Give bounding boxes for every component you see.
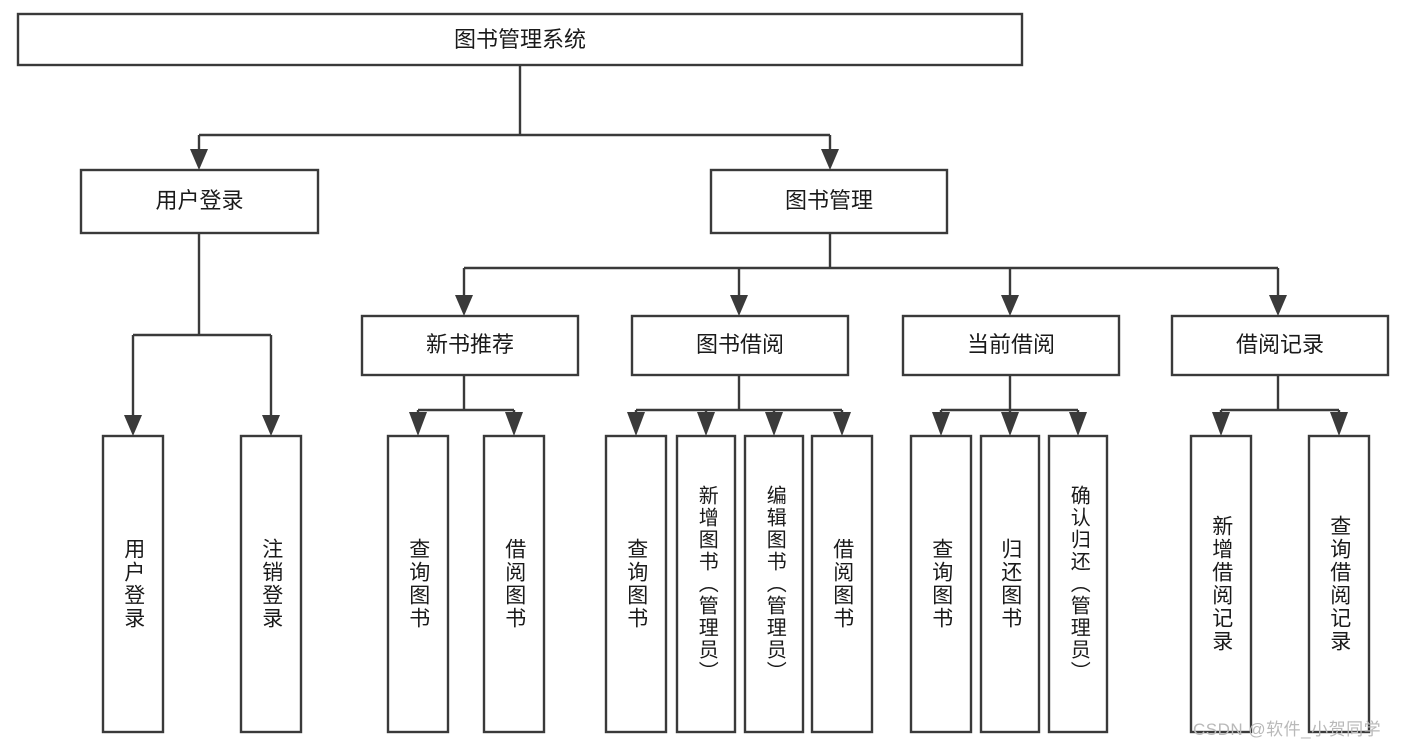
node-current-borrow[interactable]: 当前借阅 [901, 314, 1121, 377]
leaf-box-shape[interactable] [386, 434, 450, 734]
arrow-head-icon [765, 412, 783, 436]
leaf-box-shape[interactable] [909, 434, 973, 734]
connector-borrowrecord-to-leaves [1212, 375, 1348, 436]
leaf-box-shape[interactable] [101, 434, 165, 734]
arrow-head-icon [730, 295, 748, 316]
arrow-head-icon [505, 412, 523, 436]
node-new-book-recommend[interactable]: 新书推荐 [360, 314, 580, 377]
arrow-head-icon [1001, 295, 1019, 316]
leaf-box-shape[interactable] [743, 434, 805, 734]
arrow-head-icon [124, 415, 142, 436]
node-label: 图书借阅 [696, 332, 784, 357]
arrow-head-icon [455, 295, 473, 316]
node-label: 新书推荐 [426, 332, 514, 357]
arrow-head-icon [1212, 412, 1230, 436]
leaf-box-shape[interactable] [239, 434, 303, 734]
arrow-head-icon [1069, 412, 1087, 436]
node-box-shape [16, 12, 1024, 67]
node-label: 图书管理 [785, 188, 873, 213]
leaf-box-shape[interactable] [1189, 434, 1253, 734]
node-box-shape [360, 314, 580, 377]
connector-currentborrow-to-leaves [932, 375, 1087, 436]
node-label: 借阅记录 [1236, 332, 1324, 357]
arrow-head-icon [1269, 295, 1287, 316]
arrow-head-icon [932, 412, 950, 436]
arrow-head-icon [1001, 412, 1019, 436]
arrow-head-icon [190, 149, 208, 170]
node-root[interactable]: 图书管理系统 [16, 12, 1024, 67]
node-book-borrow[interactable]: 图书借阅 [630, 314, 850, 377]
node-box-shape [630, 314, 850, 377]
leaf-box-shape[interactable] [1307, 434, 1371, 734]
arrow-head-icon [262, 415, 280, 436]
arrow-head-icon [821, 149, 839, 170]
node-box-shape [1170, 314, 1390, 377]
arrow-head-icon [409, 412, 427, 436]
connector-userlogin-to-leaves [124, 233, 280, 436]
node-book-manage[interactable]: 图书管理 [709, 168, 949, 235]
connector-bookborrow-to-leaves [627, 375, 851, 436]
watermark-text: CSDN @软件_小贺同学 [1193, 720, 1382, 739]
arrow-head-icon [697, 412, 715, 436]
connector-root-to-level2 [190, 65, 839, 170]
leaf-box-shape[interactable] [482, 434, 546, 734]
leaf-box-shape[interactable] [675, 434, 737, 734]
leaf-box-shape[interactable] [810, 434, 874, 734]
node-label: 图书管理系统 [454, 27, 586, 52]
node-borrow-record[interactable]: 借阅记录 [1170, 314, 1390, 377]
node-box-shape [709, 168, 949, 235]
arrow-head-icon [1330, 412, 1348, 436]
node-box-shape [901, 314, 1121, 377]
arrow-head-icon [627, 412, 645, 436]
connector-newbook-to-leaves [409, 375, 523, 436]
node-user-login[interactable]: 用户登录 [79, 168, 320, 235]
node-label: 当前借阅 [967, 332, 1055, 357]
node-box-shape [79, 168, 320, 235]
leaf-box-shape[interactable] [604, 434, 668, 734]
leaf-boxes [101, 434, 1371, 734]
arrow-head-icon [833, 412, 851, 436]
leaf-box-shape[interactable] [979, 434, 1041, 734]
leaf-box-shape[interactable] [1047, 434, 1109, 734]
connector-bookmanage-to-level3 [455, 233, 1287, 316]
node-label: 用户登录 [155, 188, 243, 213]
